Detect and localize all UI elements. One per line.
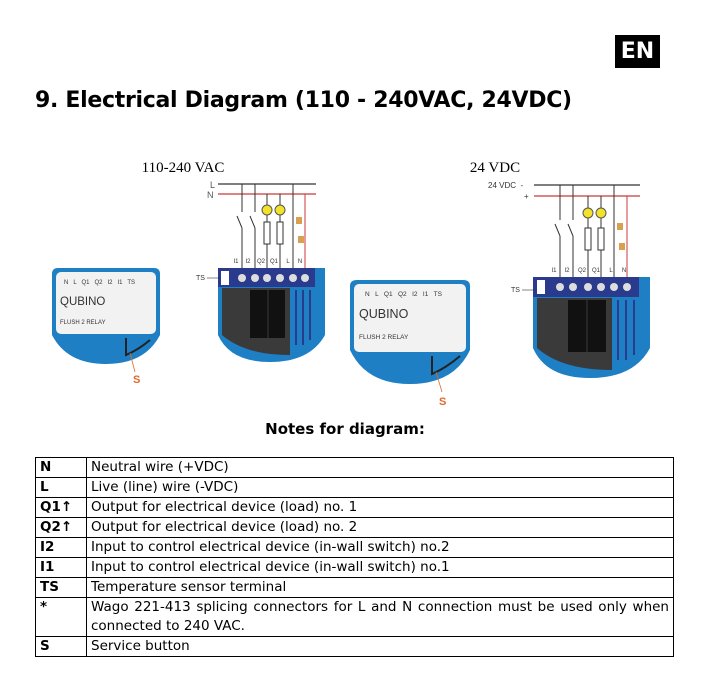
device-front-ac: N L Q1 Q2 I2 I1 TS QUBINO FLUSH 2 RELAY …	[52, 268, 160, 386]
lamp-icon	[582, 207, 607, 219]
dc-heading: 24 VDC	[470, 160, 520, 176]
note-key: L	[35, 477, 87, 498]
note-key: TS	[35, 577, 87, 598]
note-text: Live (line) wire (-VDC)	[86, 477, 674, 498]
table-row: *Wago 221-413 splicing connectors for L …	[35, 597, 674, 637]
note-text: Input to control electrical device (in-w…	[86, 537, 674, 558]
wire-l-label: L	[210, 180, 215, 190]
ts-label: TS	[196, 275, 205, 282]
language-badge: EN	[615, 35, 660, 68]
notes-heading: Notes for diagram:	[265, 420, 425, 438]
wire-minus-label: 24 VDC -	[488, 181, 523, 190]
ts-label: TS	[511, 287, 520, 294]
wago-connector-icon	[617, 223, 623, 230]
lamp-icon	[261, 204, 286, 216]
service-label: S	[133, 374, 140, 386]
note-key: Q1↑	[35, 497, 87, 518]
note-key: I2	[35, 537, 87, 558]
model-label: FLUSH 2 RELAY	[359, 334, 409, 341]
note-key: Q2↑	[35, 517, 87, 538]
wago-connector-icon	[296, 217, 302, 224]
note-key: I1	[35, 557, 87, 578]
terminal-label: N	[298, 259, 302, 265]
wago-connector-icon	[619, 243, 625, 250]
brand-label: QUBINO	[359, 307, 409, 321]
page-title: 9. Electrical Diagram (110 - 240VAC, 24V…	[35, 88, 572, 113]
terminal-label: Q1	[592, 268, 601, 274]
note-text: Output for electrical device (load) no. …	[86, 497, 674, 518]
note-key: *	[35, 597, 87, 637]
terminal-label: N	[622, 268, 626, 274]
electrical-diagram: 110-240 VAC L N I1 I2 Q2 Q1 L N	[52, 160, 650, 408]
terminal-label: L	[286, 259, 290, 265]
terminal-label: Q2	[257, 259, 266, 265]
terminal-label: I1	[233, 259, 239, 265]
note-text: Neutral wire (+VDC)	[86, 457, 674, 478]
service-button	[125, 338, 151, 357]
model-label: FLUSH 2 RELAY	[60, 320, 106, 326]
wago-connector-icon	[298, 236, 304, 243]
device-front-dc: N L Q1 Q2 I2 I1 TS QUBINO FLUSH 2 RELAY …	[350, 280, 470, 408]
terminal-label: I2	[245, 259, 251, 265]
diagram-ac: 110-240 VAC L N I1 I2 Q2 Q1 L N	[52, 160, 325, 386]
terminal-label: I1	[551, 268, 557, 274]
note-text: Input to control electrical device (in-w…	[86, 557, 674, 578]
ac-heading: 110-240 VAC	[142, 160, 225, 176]
device-back-dc	[533, 277, 650, 378]
note-text: Service button	[86, 636, 674, 657]
service-label: S	[439, 396, 446, 408]
brand-label: QUBINO	[60, 296, 105, 308]
module-terminal-labels: N L Q1 Q2 I2 I1 TS	[365, 291, 443, 298]
note-text: Wago 221-413 splicing connectors for L a…	[86, 597, 674, 637]
terminal-label: Q1	[270, 259, 279, 265]
terminal-label: L	[609, 268, 613, 274]
table-row: Q2↑Output for electrical device (load) n…	[35, 517, 674, 538]
note-key: S	[35, 636, 87, 657]
module-terminal-labels: N L Q1 Q2 I2 I1 TS	[64, 280, 135, 286]
table-row: Q1↑Output for electrical device (load) n…	[35, 497, 674, 518]
service-button	[431, 355, 461, 376]
wire-n-label: N	[207, 190, 214, 200]
note-key: N	[35, 457, 87, 478]
note-text: Temperature sensor terminal	[86, 577, 674, 598]
device-back-ac	[218, 268, 325, 362]
diagram-dc: 24 VDC 24 VDC - + I1 I2 Q2 Q1 L N	[350, 160, 650, 408]
terminal-label: Q2	[578, 268, 587, 274]
terminal-label: I2	[564, 268, 570, 274]
note-text: Output for electrical device (load) no. …	[86, 517, 674, 538]
wire-plus-label: +	[524, 192, 529, 201]
